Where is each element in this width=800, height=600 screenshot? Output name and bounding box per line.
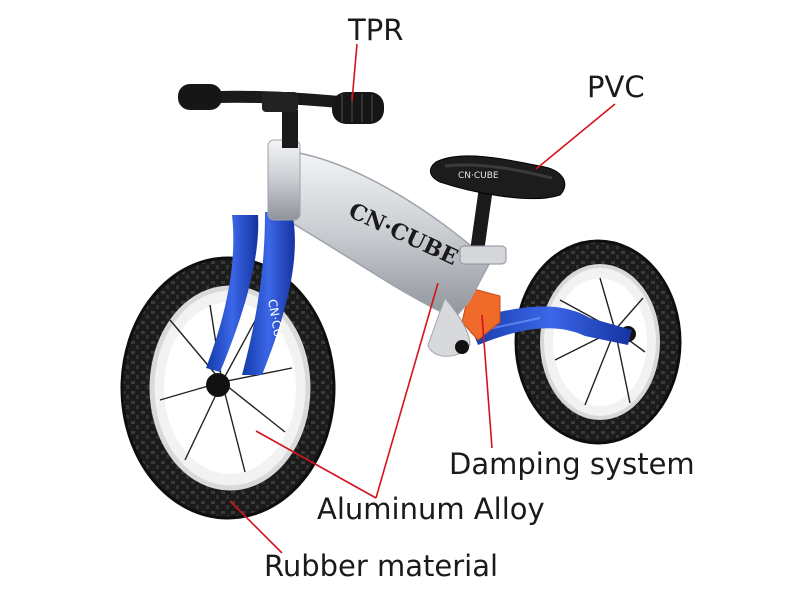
rear-wheel xyxy=(514,239,682,445)
rubber-leader xyxy=(229,500,283,554)
saddle: CN·CUBE xyxy=(430,155,566,200)
saddle-brand: CN·CUBE xyxy=(458,171,499,181)
tpr-leader xyxy=(351,43,358,102)
right-grip xyxy=(332,92,384,124)
seatpost xyxy=(459,187,507,265)
front-hub xyxy=(206,373,230,397)
damping-system-label: Damping system xyxy=(449,447,695,481)
aluminum-alloy-label: Aluminum Alloy xyxy=(317,492,545,526)
left-grip xyxy=(178,84,222,110)
damper xyxy=(461,287,501,341)
damping-leader xyxy=(481,314,493,449)
aluminum-leader-1 xyxy=(375,282,439,499)
handlebar xyxy=(178,84,384,124)
front-fork: CN·CUBE xyxy=(206,212,295,375)
callout-lines xyxy=(229,43,616,554)
pvc-label: PVC xyxy=(587,70,645,104)
pvc-leader xyxy=(535,103,616,170)
frame: CN·CUBE xyxy=(269,149,491,357)
rubber-material-label: Rubber material xyxy=(264,549,499,583)
head-tube xyxy=(267,110,301,221)
aluminum-leader-2 xyxy=(255,430,377,499)
tpr-label: TPR xyxy=(348,13,404,47)
